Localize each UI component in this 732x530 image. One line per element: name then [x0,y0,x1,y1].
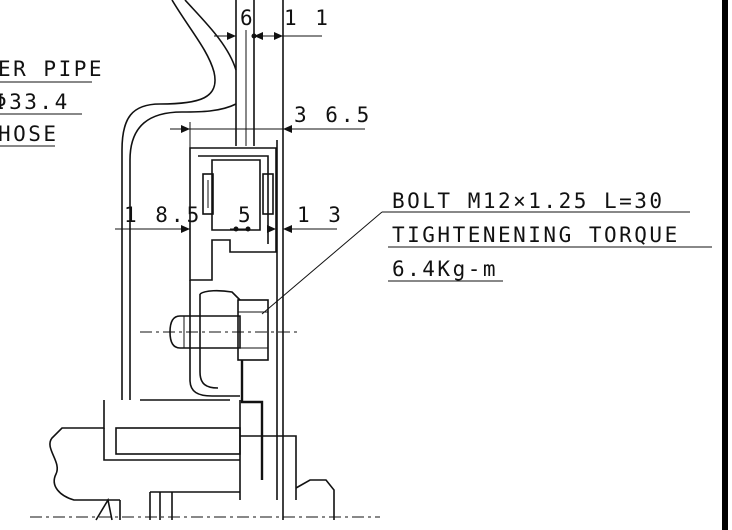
dimension-36-5: 3 6.5 [170,103,372,150]
pipe-label-group: ER PIPE Φ33.4 HOSE [0,57,104,147]
bolt-note-line2: TIGHTENENING TORQUE [392,223,680,247]
dimension-5: 5 [238,203,254,227]
pipe-label-line3: HOSE [0,122,59,146]
bolt-note-line1: BOLT M12×1.25 L=30 [392,189,665,213]
vertical-plates [235,0,284,520]
dimension-18-5: 1 8.5 [124,203,202,227]
bolt-leader-line [261,211,383,315]
base-assembly [30,400,380,521]
bolt-note-line3: 6.4Kg-m [392,257,498,281]
bolt [140,299,300,480]
lower-housing [140,280,241,401]
dimension-middle: 1 8.5 5 1 3 [115,203,344,233]
housing-casting [121,0,237,400]
dimension-top: 6 1 1 [214,6,331,40]
dimension-6: 6 [240,6,256,30]
dimension-11: 1 1 [284,6,331,30]
dimension-13: 1 3 [297,203,344,227]
dimension-36-5-text: 3 6.5 [294,103,372,127]
pipe-label-line2: Φ33.4 [0,90,70,114]
bolt-note-group: BOLT M12×1.25 L=30 TIGHTENENING TORQUE 6… [261,189,712,315]
pipe-label-line1: ER PIPE [0,57,104,81]
clamp-bracket [189,147,277,281]
